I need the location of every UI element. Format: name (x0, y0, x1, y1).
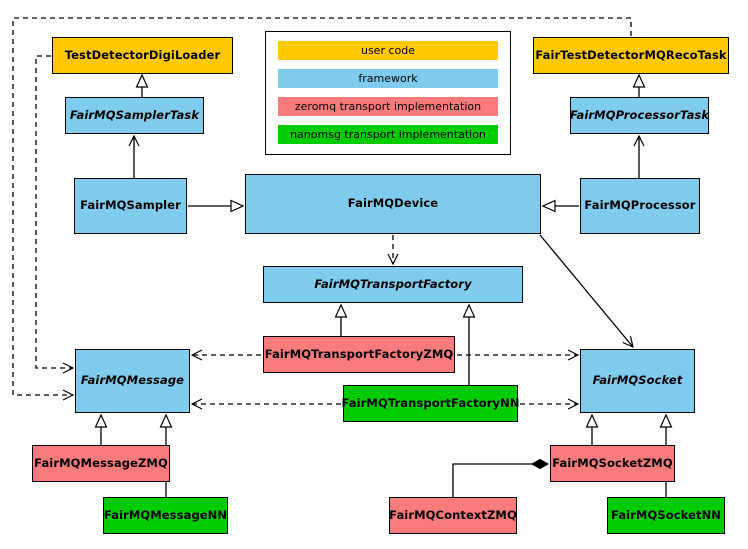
class-node-FairMQMessageNN[interactable]: FairMQMessageNN (103, 497, 228, 534)
class-node-FairMQTransportFactory[interactable]: FairMQTransportFactory (263, 266, 523, 303)
class-node-FairMQMessage[interactable]: FairMQMessage (75, 349, 190, 413)
class-node-FairMQDevice[interactable]: FairMQDevice (245, 174, 541, 234)
class-node-TestDetectorDigiLoader[interactable]: TestDetectorDigiLoader (52, 37, 233, 74)
class-node-FairMQSocketNN[interactable]: FairMQSocketNN (607, 497, 725, 534)
edge-device-to-socket (539, 234, 633, 347)
legend-item-nanomsg: nanomsg transport implementation (278, 125, 498, 144)
edge-contextzmq-to-socketzmq (452, 464, 548, 497)
class-node-FairMQContextZMQ[interactable]: FairMQContextZMQ (389, 497, 517, 534)
legend-item-zeromq: zeromq transport implementation (278, 97, 498, 116)
class-node-FairMQSamplerTask[interactable]: FairMQSamplerTask (65, 97, 204, 134)
class-node-FairMQMessageZMQ[interactable]: FairMQMessageZMQ (32, 445, 170, 482)
class-node-FairMQProcessor[interactable]: FairMQProcessor (580, 178, 700, 234)
legend-panel: user code framework zeromq transport imp… (265, 31, 511, 155)
class-node-FairMQSampler[interactable]: FairMQSampler (74, 178, 187, 234)
legend-item-user-code: user code (278, 41, 498, 60)
class-node-FairMQProcessorTask[interactable]: FairMQProcessorTask (570, 97, 709, 134)
class-node-FairMQSocket[interactable]: FairMQSocket (580, 349, 695, 413)
class-node-FairMQTransportFactoryNN[interactable]: FairMQTransportFactoryNN (341, 385, 519, 422)
legend-item-framework: framework (278, 69, 498, 88)
class-node-FairMQTransportFactoryZMQ[interactable]: FairMQTransportFactoryZMQ (263, 336, 455, 373)
class-node-FairTestDetectorMQRecoTask[interactable]: FairTestDetectorMQRecoTask (533, 37, 729, 74)
class-node-FairMQSocketZMQ[interactable]: FairMQSocketZMQ (550, 445, 675, 482)
